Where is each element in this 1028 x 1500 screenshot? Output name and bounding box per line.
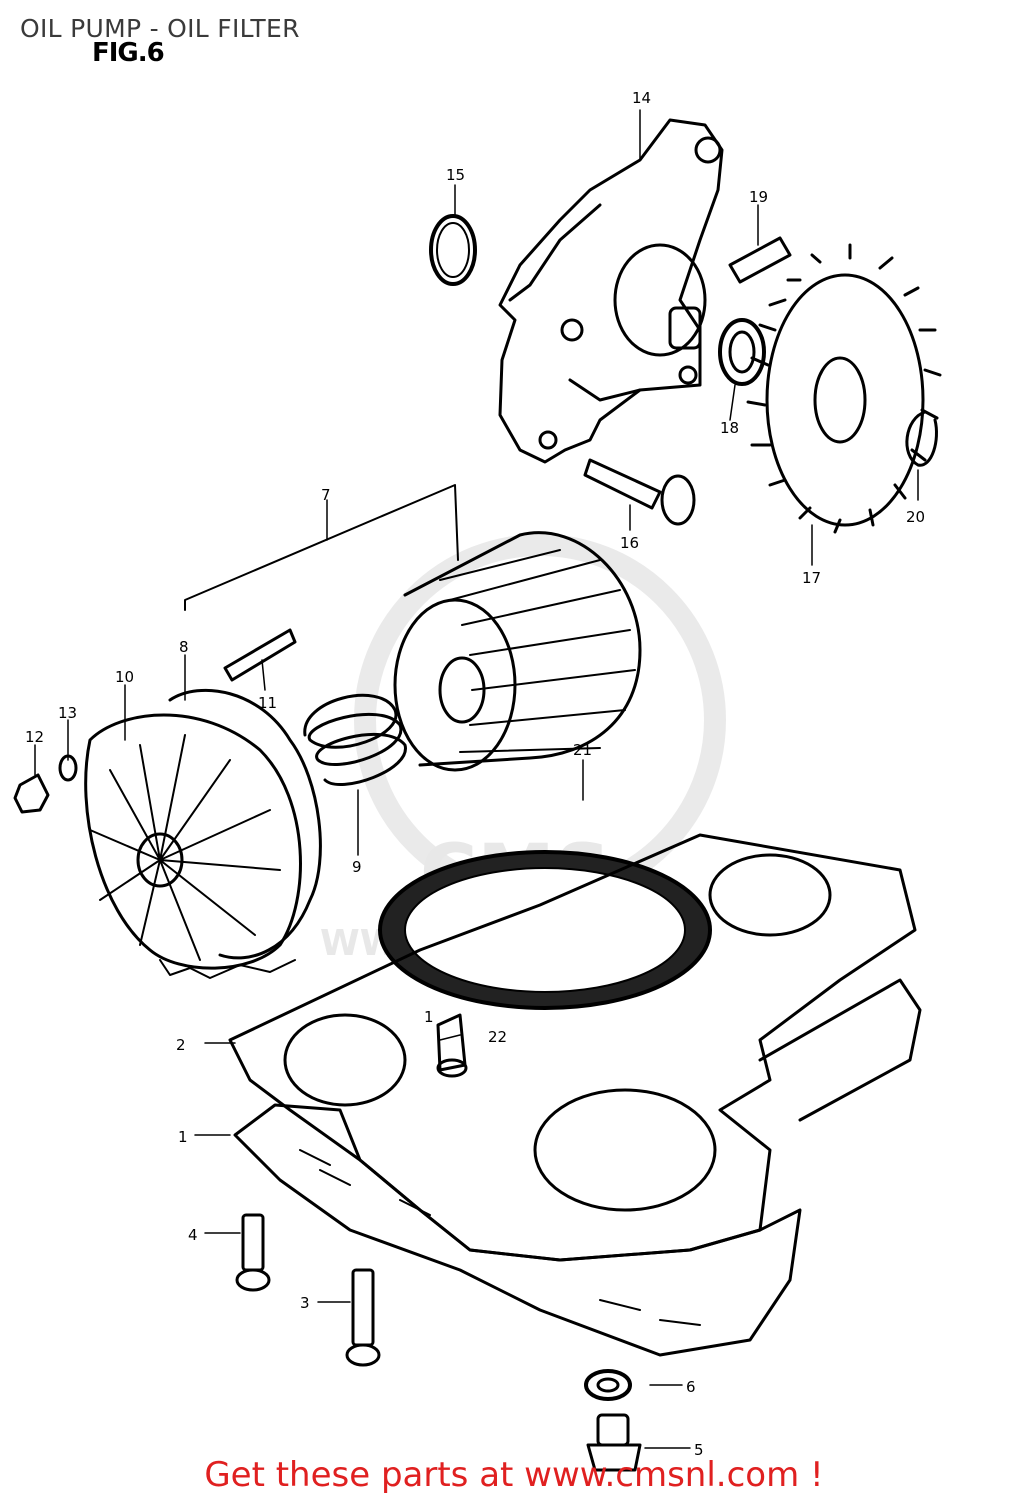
drain-plug-gasket — [584, 1369, 632, 1401]
callout-20: 20 — [906, 508, 925, 526]
callout-19: 19 — [749, 188, 768, 206]
callout-16: 16 — [620, 534, 639, 552]
callout-bracket — [184, 484, 459, 611]
figure-label: FIG.6 — [92, 38, 165, 68]
footer-parts-link[interactable]: Get these parts at www.cmsnl.com ! — [204, 1455, 824, 1495]
callout-2: 2 — [176, 1036, 186, 1054]
callout-3: 3 — [300, 1294, 310, 1312]
cover-o-ring — [168, 688, 322, 960]
callout-13: 13 — [58, 704, 77, 722]
oil-filter-cover — [84, 713, 302, 979]
callout-17: 17 — [802, 569, 821, 587]
oil-pump-body — [498, 118, 724, 464]
callout-7: 7 — [321, 486, 331, 504]
callout-18: 18 — [720, 419, 739, 437]
page-title: OIL PUMP - OIL FILTER — [20, 14, 300, 43]
callout-11: 11 — [258, 694, 277, 712]
callout-21: 21 — [573, 741, 592, 759]
callout-12: 12 — [25, 728, 44, 746]
callout-10: 10 — [115, 668, 134, 686]
o-ring — [429, 214, 477, 286]
callout-4: 4 — [188, 1226, 198, 1244]
dowel-pin — [728, 236, 792, 284]
circlip — [905, 410, 938, 467]
pan-bolt-short — [235, 1213, 271, 1292]
callout-6: 6 — [686, 1378, 696, 1396]
washer — [718, 318, 766, 386]
callout-8: 8 — [179, 638, 189, 656]
callout-1: 1 — [178, 1128, 188, 1146]
callout-15: 15 — [446, 166, 465, 184]
leader-lines — [34, 109, 919, 1449]
drain-plug — [586, 1413, 642, 1472]
callout-22-index: 1 — [424, 1008, 434, 1026]
callout-14: 14 — [632, 89, 651, 107]
oil-pan — [233, 978, 922, 1357]
callout-labels: 14 15 19 18 20 16 17 7 8 11 10 12 13 9 2… — [25, 89, 925, 1459]
stud — [223, 628, 297, 682]
cap-nut — [13, 773, 50, 814]
relief-valve-bolt — [436, 1013, 468, 1078]
oil-pan-gasket-dark — [378, 850, 712, 1010]
callout-5: 5 — [694, 1441, 704, 1459]
pump-drive-gear — [746, 243, 942, 534]
callout-22: 22 — [488, 1028, 507, 1046]
pump-bolt — [583, 458, 696, 526]
oil-filter-element — [393, 531, 642, 772]
pan-bolt-long — [345, 1268, 381, 1367]
filter-spring — [303, 693, 407, 786]
callout-9: 9 — [352, 858, 362, 876]
